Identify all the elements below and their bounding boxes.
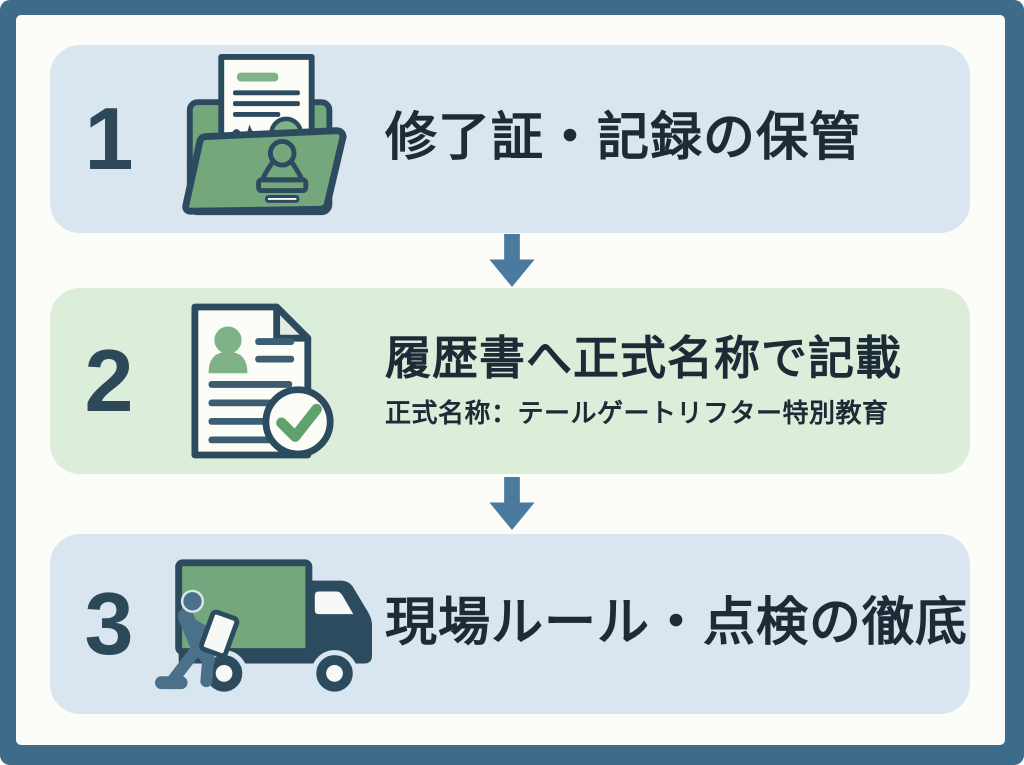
step-title-3: 現場ルール・点検の徹底 xyxy=(385,594,969,653)
step-subtitle-2: 正式名称：テールゲートリフター特別教育 xyxy=(385,397,889,428)
step-title-2: 履歴書へ正式名称で記載 xyxy=(385,332,902,385)
truck-inspection-icon xyxy=(146,551,381,697)
resume-checkmark-icon xyxy=(146,303,381,459)
step-card-2: 2 xyxy=(50,288,970,474)
step-number-1: 1 xyxy=(84,89,134,188)
down-arrow-icon xyxy=(489,477,535,530)
step-number-2: 2 xyxy=(84,331,134,430)
step-number-3: 3 xyxy=(84,574,134,673)
step-text-3: 現場ルール・点検の徹底 xyxy=(381,594,970,654)
step-text-1: 修了証・記録の保管 xyxy=(381,109,970,169)
down-arrow-icon xyxy=(489,234,535,287)
step-card-3: 3 xyxy=(50,534,970,714)
folder-certificate-stamp-icon xyxy=(146,53,381,225)
step-card-1: 1 xyxy=(50,45,970,233)
step-title-1: 修了証・記録の保管 xyxy=(385,109,863,168)
step-text-2: 履歴書へ正式名称で記載 正式名称：テールゲートリフター特別教育 xyxy=(381,332,970,430)
